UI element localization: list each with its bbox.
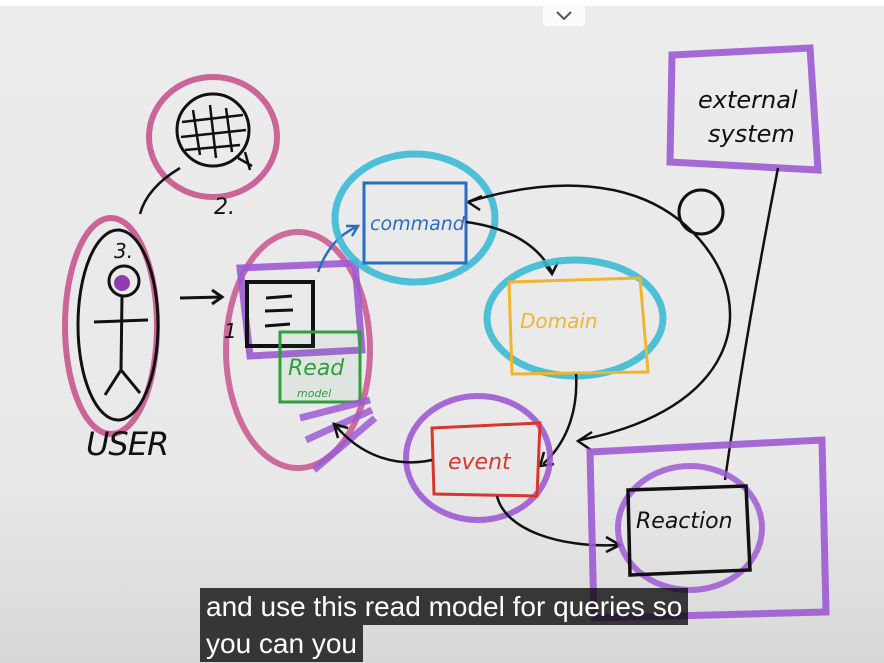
arrow-reaction-loop-to-command [467, 184, 732, 452]
arrow-ui-to-command [316, 224, 361, 273]
subtitle-caption: and use this read model for queries so y… [200, 588, 760, 662]
domain-label: Domain [520, 309, 598, 333]
step-1-label: 1 [224, 319, 237, 343]
reaction-group: Reaction [586, 436, 830, 622]
read-model-group: 1 Read model [223, 229, 378, 473]
event-label: event [448, 450, 512, 475]
read-model-label-1: Read [288, 356, 345, 381]
arrow-event-to-read-model [332, 422, 433, 464]
chevron-down-icon [556, 11, 572, 21]
arrow-event-to-reaction [495, 495, 623, 554]
globe-group: 2. [138, 74, 280, 220]
reaction-label: Reaction [636, 509, 733, 534]
command-label: command [370, 213, 466, 235]
step-3-label: 3. [114, 239, 133, 263]
read-model-label-2: model [297, 387, 331, 400]
caption-line-1: and use this read model for queries so [200, 588, 689, 625]
domain-group: Domain [483, 256, 667, 380]
arrow-domain-to-event [538, 373, 578, 468]
user-group: 3. USER [62, 215, 169, 463]
external-system-group: external system [666, 44, 822, 174]
user-label: USER [86, 425, 168, 463]
arrow-user-to-ui [179, 288, 225, 306]
event-group: event [403, 393, 553, 523]
caption-line-2: you can you [200, 625, 363, 662]
external-system-label-2: system [708, 120, 795, 148]
collapse-chevron-button[interactable] [543, 6, 585, 26]
external-system-label-1: external [698, 86, 798, 114]
command-group: command [331, 150, 499, 286]
line-external-to-reaction [723, 167, 780, 481]
step-2-label: 2. [214, 195, 235, 220]
player-top-bar [0, 0, 884, 6]
arrow-command-back [467, 194, 483, 212]
